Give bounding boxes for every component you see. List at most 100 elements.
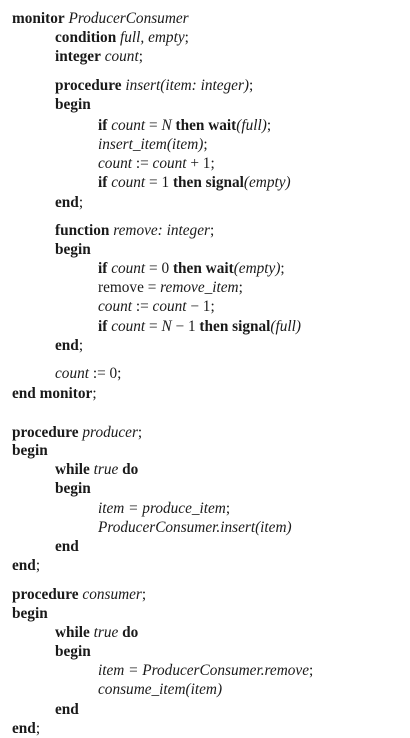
code-token: ; bbox=[138, 48, 143, 65]
code-token: N bbox=[161, 318, 172, 335]
code-token: count bbox=[111, 318, 146, 335]
code-token: count bbox=[98, 155, 132, 172]
code-token: count bbox=[111, 117, 146, 134]
code-token: do bbox=[122, 461, 139, 478]
code-token: count bbox=[111, 174, 146, 191]
code-token: condition bbox=[55, 29, 117, 46]
code-token: ; bbox=[209, 222, 215, 239]
code-token: (full) bbox=[270, 318, 301, 335]
code-line-count-decrement: count := count − 1; bbox=[98, 297, 215, 316]
code-line-producer-header: procedure producer; bbox=[12, 423, 142, 442]
code-line-end: end; bbox=[55, 336, 83, 355]
code-token: procedure bbox=[55, 77, 122, 94]
code-token: remove = bbox=[98, 279, 161, 296]
code-line-consumer-header: procedure consumer; bbox=[12, 585, 146, 604]
code-token: begin bbox=[12, 605, 48, 622]
code-token: begin bbox=[55, 480, 91, 497]
code-line-condition-decl: condition full, empty; bbox=[55, 28, 189, 47]
code-token: while bbox=[55, 624, 90, 641]
code-line-begin: begin bbox=[55, 479, 91, 498]
code-line-begin: begin bbox=[12, 441, 48, 460]
code-token: if bbox=[98, 117, 108, 134]
code-token: then wait bbox=[172, 260, 234, 277]
code-token: item = produce_item bbox=[98, 500, 226, 517]
code-token: ProducerConsumer.insert(item) bbox=[98, 519, 292, 536]
code-token: item = ProducerConsumer.remove bbox=[98, 662, 309, 679]
code-token: + 1; bbox=[186, 155, 215, 172]
code-token: := bbox=[132, 298, 153, 315]
code-line-begin: begin bbox=[12, 604, 48, 623]
code-line-end-monitor: end monitor; bbox=[12, 384, 97, 403]
code-token: true bbox=[93, 461, 119, 478]
code-token: (full) bbox=[236, 117, 267, 134]
code-line-consume-item: consume_item(item) bbox=[98, 680, 222, 699]
code-token: while bbox=[55, 461, 90, 478]
code-token: monitor bbox=[12, 10, 65, 27]
code-line-if-signal-full: if count = N − 1 then signal(full) bbox=[98, 317, 301, 336]
code-token: integer bbox=[55, 48, 101, 65]
code-token: := bbox=[132, 155, 153, 172]
code-token: consume_item(item) bbox=[98, 681, 223, 698]
code-line-end: end; bbox=[12, 556, 40, 575]
code-token: insert(item: integer) bbox=[125, 77, 250, 94]
code-token: begin bbox=[55, 241, 91, 258]
code-line-while-true: while true do bbox=[55, 623, 138, 642]
code-line-if-empty: if count = 0 then wait(empty); bbox=[98, 259, 285, 278]
code-token: ; bbox=[141, 586, 147, 603]
code-token: ; bbox=[225, 500, 231, 517]
code-token: remove: integer bbox=[113, 222, 210, 239]
code-line-end: end bbox=[55, 537, 79, 556]
code-line-end: end; bbox=[12, 719, 40, 738]
code-line-produce-item: item = produce_item; bbox=[98, 499, 230, 518]
code-line-insert-call: ProducerConsumer.insert(item) bbox=[98, 518, 292, 537]
code-token: (empty) bbox=[233, 260, 281, 277]
code-token: ; bbox=[78, 194, 84, 211]
code-line-end: end bbox=[55, 700, 79, 719]
code-token: end bbox=[55, 337, 79, 354]
code-token: end bbox=[55, 701, 79, 718]
code-token: remove_item bbox=[160, 279, 239, 296]
code-token: count bbox=[55, 365, 89, 382]
code-line-count-increment: count := count + 1; bbox=[98, 154, 215, 173]
code-line-monitor-header: monitor ProducerConsumer bbox=[12, 9, 189, 28]
code-token: ; bbox=[35, 720, 41, 737]
code-token: ; bbox=[266, 117, 272, 134]
code-token: ; bbox=[78, 337, 84, 354]
code-token: begin bbox=[55, 643, 91, 660]
code-token: := 0; bbox=[89, 365, 122, 382]
code-line-begin: begin bbox=[55, 95, 91, 114]
code-line-if-full: if count = N then wait(full); bbox=[98, 116, 271, 135]
code-token: ; bbox=[280, 260, 285, 277]
code-token: if bbox=[98, 260, 108, 277]
code-line-begin: begin bbox=[55, 240, 91, 259]
code-token: ; bbox=[35, 557, 41, 574]
code-token: begin bbox=[55, 96, 91, 113]
code-line-remove-call: item = ProducerConsumer.remove; bbox=[98, 661, 313, 680]
code-line-insert-header: procedure insert(item: integer); bbox=[55, 76, 253, 95]
code-line-count-init: count := 0; bbox=[55, 364, 121, 383]
code-line-begin: begin bbox=[55, 642, 91, 661]
code-token: then wait bbox=[175, 117, 237, 134]
code-token: = bbox=[145, 318, 162, 335]
code-token: end monitor bbox=[12, 385, 93, 402]
code-token: procedure bbox=[12, 586, 79, 603]
code-token: ; bbox=[92, 385, 97, 402]
code-token: ; bbox=[308, 662, 314, 679]
code-token: begin bbox=[12, 442, 48, 459]
code-token: procedure bbox=[12, 424, 79, 441]
code-token: if bbox=[98, 318, 108, 335]
code-token: end bbox=[12, 720, 36, 737]
code-token: ; bbox=[238, 279, 243, 296]
code-token: ; bbox=[184, 29, 189, 46]
code-token: true bbox=[93, 624, 119, 641]
code-token: ; bbox=[249, 77, 254, 94]
code-token: count bbox=[152, 155, 187, 172]
code-token: ProducerConsumer bbox=[68, 10, 189, 27]
code-line-remove-header: function remove: integer; bbox=[55, 221, 214, 240]
code-token: insert_item(item) bbox=[98, 136, 204, 153]
code-token: consumer bbox=[82, 586, 142, 603]
code-line-if-signal-empty: if count = 1 then signal(empty) bbox=[98, 173, 291, 192]
code-token: = bbox=[145, 117, 162, 134]
code-token: ; bbox=[137, 424, 143, 441]
